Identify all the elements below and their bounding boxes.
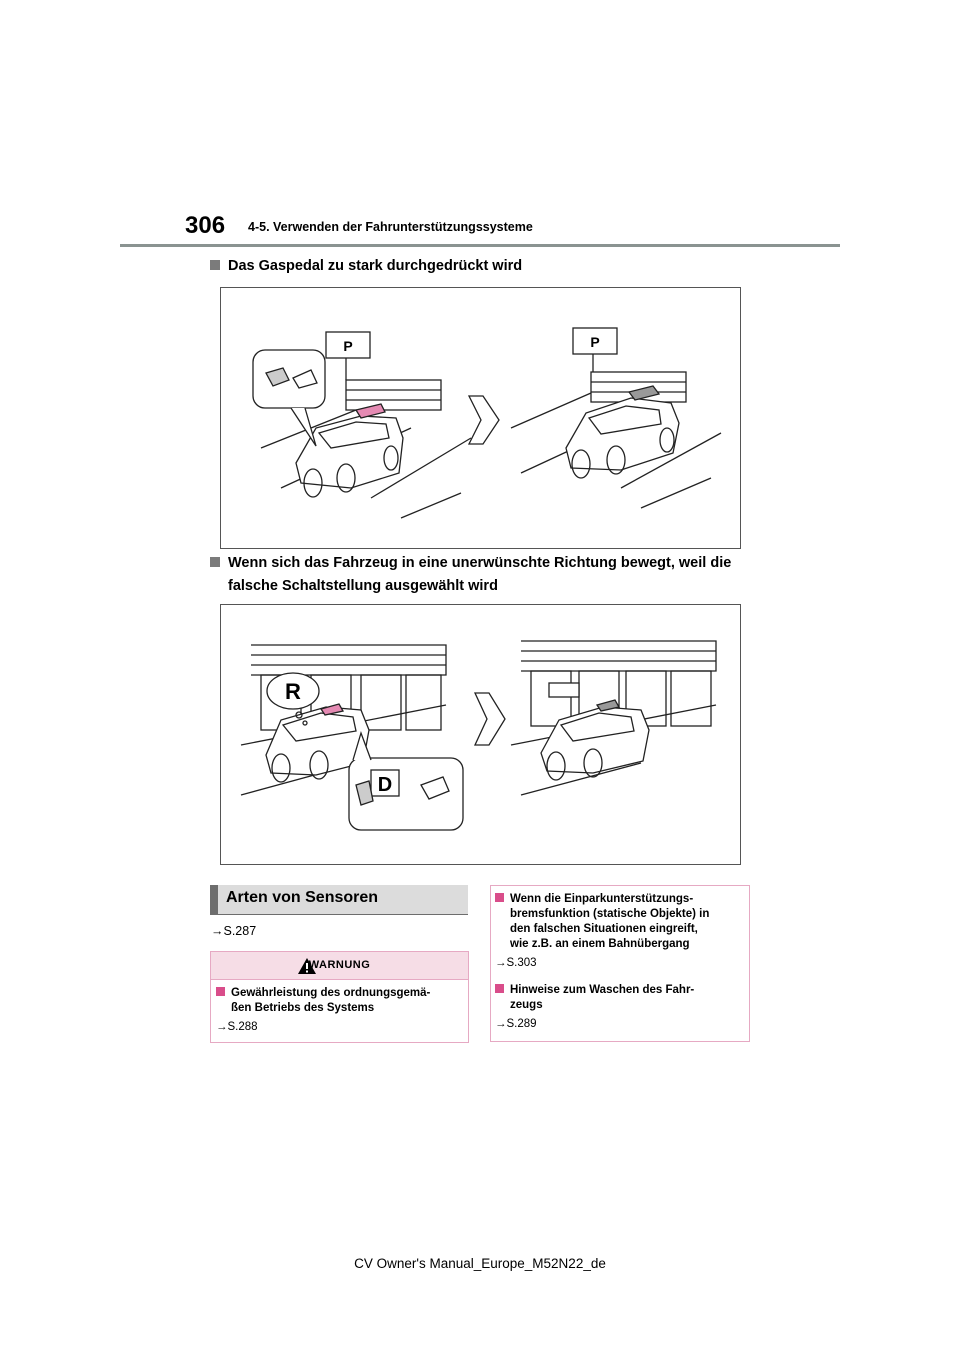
note-item-1-line4: wie z.B. an einem Bahnübergang: [510, 938, 690, 950]
chapter-title: 4-5. Verwenden der Fahrunterstützungssys…: [248, 220, 533, 234]
page-number: 306: [185, 212, 226, 239]
note-item-1-line2: bremsfunktion (statische Objekte) in: [510, 908, 710, 920]
section-heading-wrong-gear: Wenn sich das Fahrzeug in eine unerwünsc…: [210, 552, 731, 575]
warning-item-cont: ßen Betriebs des Systems: [231, 1002, 375, 1014]
warning-triangle-icon: [298, 958, 316, 974]
note-item-2-line2: zeugs: [510, 999, 543, 1011]
wrong-gear-illustration-svg: R D: [240, 640, 717, 831]
warning-item: Gewährleistung des ordnungsgemä-: [216, 986, 430, 1001]
page-footer: CV Owner's Manual_Europe_M52N22_de: [354, 1256, 606, 1271]
section-title-sensors: Arten von Sensoren: [210, 885, 468, 915]
section-heading-wrong-gear-cont: falsche Schaltstellung ausgewählt wird: [228, 578, 498, 594]
header-rule: [120, 244, 840, 247]
bullet-square-icon: [495, 984, 504, 993]
note-item-2: Hinweise zum Waschen des Fahr-: [495, 983, 694, 998]
note-item-1-line3: den falschen Situationen eingreift,: [510, 923, 698, 935]
bullet-square-icon: [216, 987, 225, 996]
gear-d-label: D: [378, 774, 392, 796]
warning-box: [210, 951, 469, 1043]
bullet-square-icon: [210, 260, 220, 270]
section-heading-accelerator: Das Gaspedal zu stark durchgedrückt wird: [210, 255, 522, 278]
parking-sign-right: P: [590, 334, 599, 350]
sensor-ref-link[interactable]: →S.287: [211, 924, 257, 938]
warning-ref-link[interactable]: →S.288: [216, 1021, 258, 1033]
illustration-wrong-gear: R D: [220, 604, 741, 865]
illustration-accelerator-pressed: P P: [220, 287, 741, 549]
note-2-ref-link[interactable]: →S.289: [495, 1018, 537, 1030]
bullet-square-icon: [210, 557, 220, 567]
note-item-1: Wenn die Einparkunterstützungs-: [495, 892, 693, 907]
notes-box: [490, 885, 750, 1042]
gear-r-label: R: [285, 679, 301, 704]
accelerator-illustration-svg: P P: [252, 327, 722, 519]
warning-title: WARNUNG: [308, 959, 371, 971]
bullet-square-icon: [495, 893, 504, 902]
note-1-ref-link[interactable]: →S.303: [495, 957, 537, 969]
warning-header: WARNUNG: [211, 952, 468, 980]
parking-sign-left: P: [343, 338, 352, 354]
